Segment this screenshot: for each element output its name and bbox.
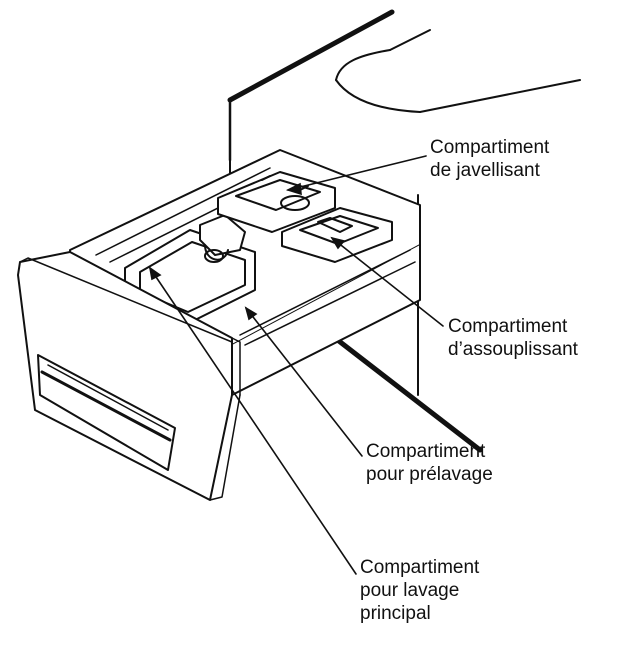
leader-mainwash: [149, 267, 357, 575]
bleach-compartment: [217, 171, 336, 233]
label-prewash-line2: pour prélavage: [366, 464, 493, 485]
label-bleach-compartment: Compartiment de javellisant: [430, 136, 549, 182]
label-softener-line1: Compartiment: [448, 316, 568, 337]
label-prewash-compartment: Compartiment pour prélavage: [366, 440, 493, 486]
drawer-front: [17, 251, 241, 501]
arrowhead-softener: [330, 236, 346, 250]
arrowhead-bleach: [285, 182, 302, 196]
label-mainwash-line2: pour lavage: [360, 580, 460, 601]
label-mainwash-line1: Compartiment: [360, 557, 480, 578]
softener-compartment: [281, 207, 393, 263]
label-mainwash-compartment: Compartiment pour lavage principal: [360, 556, 479, 625]
machine-body: [227, 9, 581, 453]
leader-bleach: [287, 155, 427, 191]
label-bleach-line1: Compartiment: [430, 137, 550, 158]
leader-softener: [331, 237, 444, 327]
label-softener-line2: d’assouplissant: [448, 339, 578, 360]
arrowhead-prewash: [244, 306, 258, 321]
arrowhead-mainwash: [148, 266, 162, 281]
label-softener-compartment: Compartiment d’assouplissant: [448, 315, 578, 361]
label-mainwash-line3: principal: [360, 603, 431, 624]
label-prewash-line1: Compartiment: [366, 441, 486, 462]
label-bleach-line2: de javellisant: [430, 160, 540, 181]
leader-prewash: [245, 307, 363, 457]
